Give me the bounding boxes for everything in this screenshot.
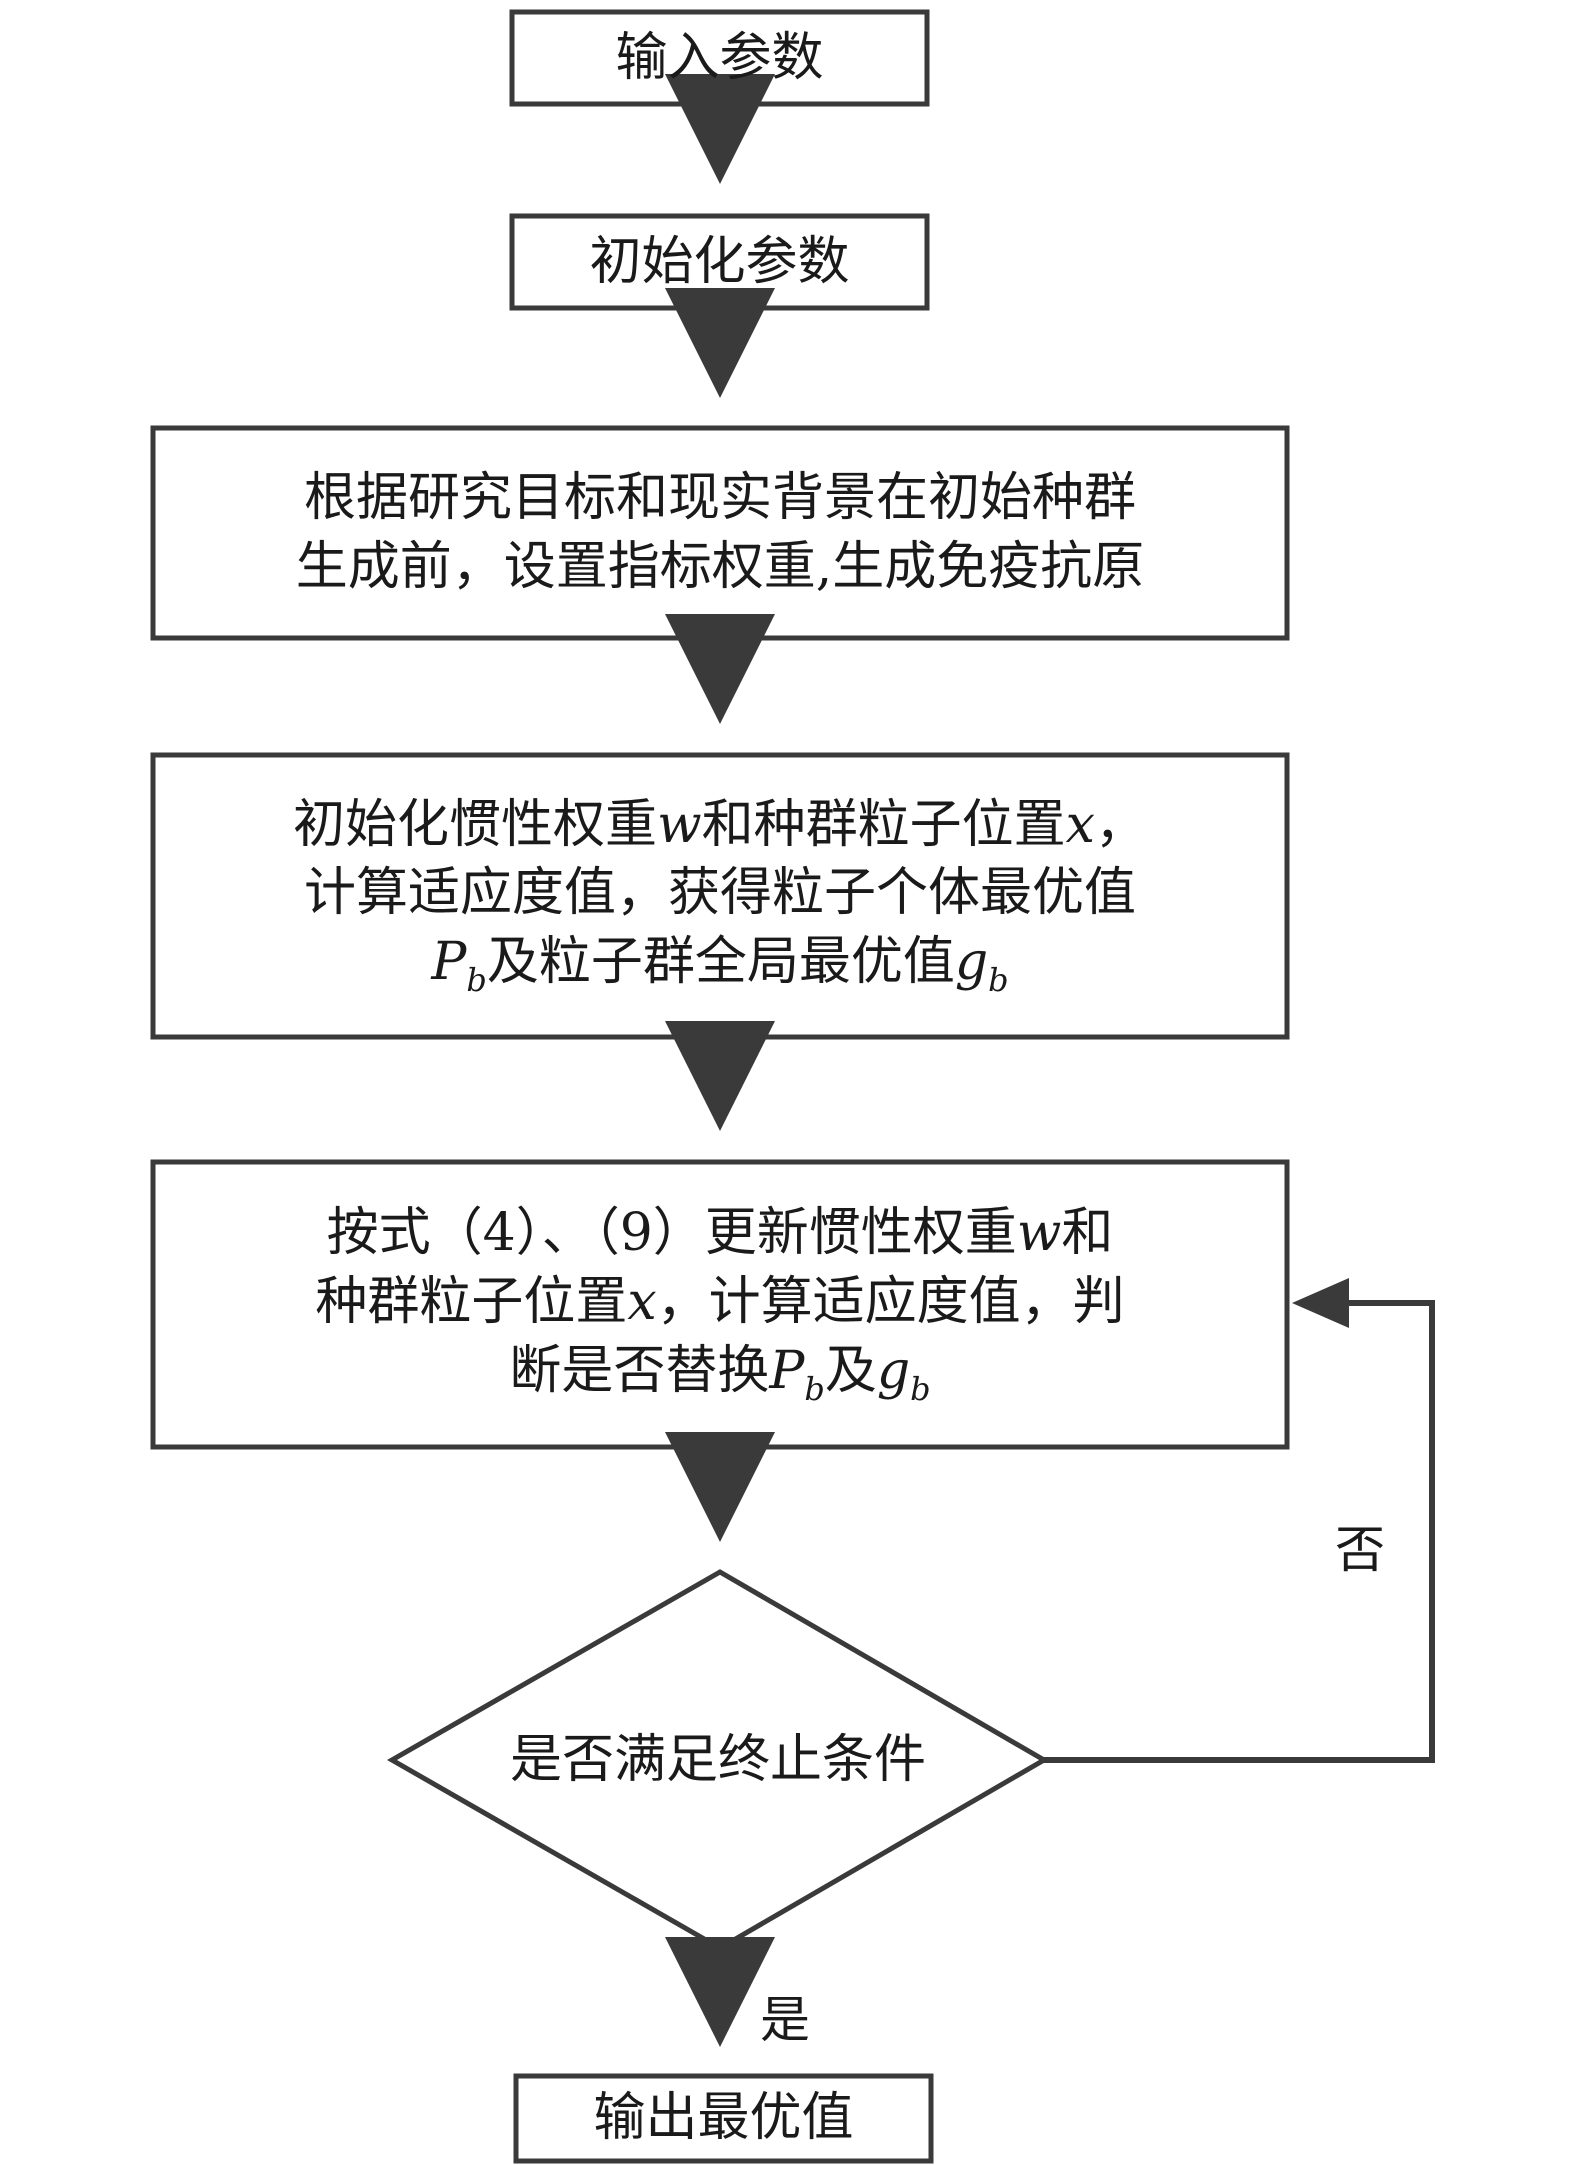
var-g: g xyxy=(954,932,989,992)
var-x: x xyxy=(627,1271,657,1332)
node-weights-line1: 根据研究目标和现实背景在初始种群 xyxy=(303,468,1136,529)
node-decision: 是否满足终止条件 xyxy=(392,1700,1044,1820)
sub-b: b xyxy=(988,961,1009,999)
node-update-line3: 断是否替换Pb及gb xyxy=(509,1337,930,1410)
loop-back-arrowhead xyxy=(1292,1278,1349,1328)
node-init-particles-line2: 计算适应度值，获得粒子个体最优值 xyxy=(303,863,1136,924)
box-update xyxy=(150,1159,1290,1450)
np-l3mid: 及粒子群全局最优值 xyxy=(486,932,955,992)
var-g: g xyxy=(876,1340,911,1401)
up-l2a: 种群粒子位置 xyxy=(315,1271,628,1332)
var-w: w xyxy=(1016,1203,1062,1264)
node-decision-text: 是否满足终止条件 xyxy=(509,1729,926,1790)
np-l1b: 和种群粒子位置 xyxy=(701,794,1066,855)
up-l1a: 按式（4）、（9）更新惯性权重 xyxy=(326,1203,1017,1264)
node-weights: 根据研究目标和现实背景在初始种群 生成前，设置指标权重,生成免疫抗原 xyxy=(153,428,1287,638)
node-input-text: 输入参数 xyxy=(615,27,824,88)
np-l1a: 初始化惯性权重 xyxy=(293,794,658,855)
loop-back-line xyxy=(1044,1300,1435,1763)
box-output xyxy=(513,2073,934,2164)
node-update-line1: 按式（4）、（9）更新惯性权重w和 xyxy=(327,1199,1114,1268)
node-init-text: 初始化参数 xyxy=(589,231,850,292)
box-weights xyxy=(150,425,1290,641)
up-l3a: 断是否替换 xyxy=(509,1340,770,1401)
up-l1b: 和 xyxy=(1061,1203,1114,1264)
np-l1c: ， xyxy=(1094,794,1147,855)
edge-label-no: 否 xyxy=(1335,1521,1385,1579)
sub-b: b xyxy=(804,1369,825,1408)
node-input: 输入参数 xyxy=(512,12,927,104)
var-P: P xyxy=(769,1340,805,1401)
box-init-particles xyxy=(150,752,1290,1040)
up-l3mid: 及 xyxy=(824,1340,877,1401)
node-output: 输出最优值 xyxy=(516,2076,931,2161)
var-P: P xyxy=(431,932,467,992)
edge-label-yes: 是 xyxy=(760,1991,810,2049)
node-init-particles-line1: 初始化惯性权重w和种群粒子位置x， xyxy=(293,791,1147,860)
var-x: x xyxy=(1065,794,1095,855)
node-update-line2: 种群粒子位置x，计算适应度值，判 xyxy=(315,1268,1124,1337)
node-weights-line2: 生成前，设置指标权重,生成免疫抗原 xyxy=(295,537,1145,597)
node-update: 按式（4）、（9）更新惯性权重w和 种群粒子位置x，计算适应度值，判 断是否替换… xyxy=(153,1162,1287,1447)
sub-b: b xyxy=(466,961,487,999)
node-init-particles-line3: Pb及粒子群全局最优值gb xyxy=(431,928,1008,1001)
sub-b: b xyxy=(910,1369,931,1408)
var-w: w xyxy=(657,794,702,855)
node-init: 初始化参数 xyxy=(512,216,927,308)
up-l2b: ，计算适应度值，判 xyxy=(656,1271,1125,1332)
node-output-text: 输出最优值 xyxy=(593,2088,854,2149)
node-init-particles: 初始化惯性权重w和种群粒子位置x， 计算适应度值，获得粒子个体最优值 Pb及粒子… xyxy=(153,755,1287,1037)
